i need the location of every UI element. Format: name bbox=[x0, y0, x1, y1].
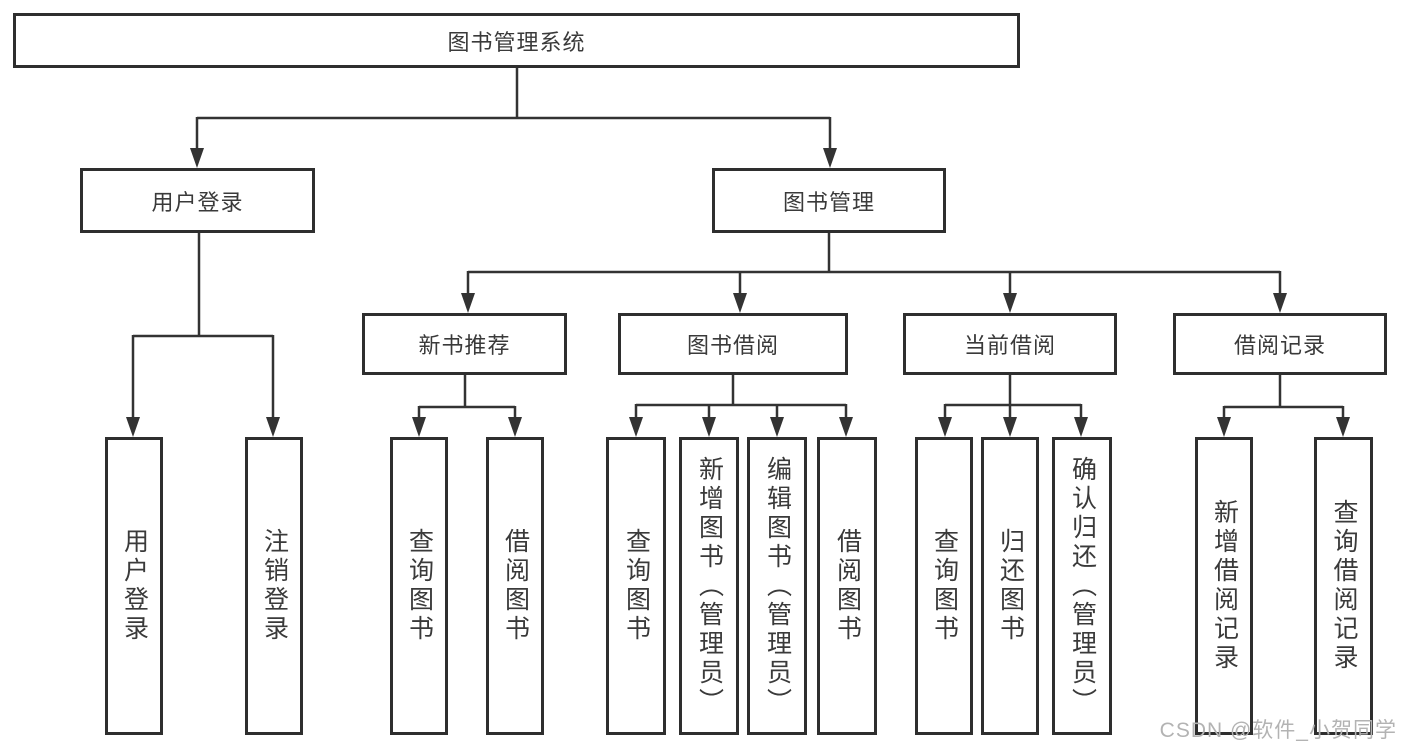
node-current-borrow: 当前借阅 bbox=[903, 313, 1117, 375]
node-label: 当前借阅 bbox=[963, 333, 1056, 358]
leaf-edit-book-admin: 编辑图书（管理员） bbox=[747, 437, 807, 735]
node-label: 归还图书 bbox=[996, 528, 1025, 644]
arrowheads bbox=[126, 148, 1350, 437]
node-label: 新增图书（管理员） bbox=[695, 455, 724, 717]
leaf-query-borrow-record: 查询借阅记录 bbox=[1314, 437, 1373, 735]
leaf-recommend-query-book: 查询图书 bbox=[390, 437, 448, 735]
leaf-current-query-book: 查询图书 bbox=[915, 437, 973, 735]
node-book-management: 图书管理 bbox=[712, 168, 946, 233]
node-label: 注销登录 bbox=[260, 528, 289, 644]
node-label: 查询图书 bbox=[622, 528, 651, 644]
leaf-borrow-query-book: 查询图书 bbox=[606, 437, 666, 735]
node-user-login: 用户登录 bbox=[80, 168, 315, 233]
leaf-return-book: 归还图书 bbox=[981, 437, 1039, 735]
node-label: 确认归还（管理员） bbox=[1068, 455, 1097, 717]
node-label: 借阅记录 bbox=[1233, 333, 1326, 358]
node-label: 用户登录 bbox=[120, 528, 149, 644]
node-label: 查询借阅记录 bbox=[1330, 499, 1358, 673]
leaf-borrow-book: 借阅图书 bbox=[817, 437, 877, 735]
node-label: 查询图书 bbox=[930, 528, 959, 644]
leaf-confirm-return-admin: 确认归还（管理员） bbox=[1052, 437, 1112, 735]
leaf-logout: 注销登录 bbox=[245, 437, 303, 735]
leaf-user-login: 用户登录 bbox=[105, 437, 163, 735]
leaf-add-book-admin: 新增图书（管理员） bbox=[679, 437, 739, 735]
leaf-add-borrow-record: 新增借阅记录 bbox=[1195, 437, 1253, 735]
node-book-borrow: 图书借阅 bbox=[618, 313, 848, 375]
node-borrow-record: 借阅记录 bbox=[1173, 313, 1387, 375]
node-label: 查询图书 bbox=[405, 528, 434, 644]
csdn-watermark: CSDN @软件_小贺同学 bbox=[1159, 719, 1397, 742]
node-label: 用户登录 bbox=[151, 189, 244, 215]
node-label: 图书管理系统 bbox=[447, 29, 586, 55]
node-label: 图书借阅 bbox=[686, 333, 779, 358]
node-label: 借阅图书 bbox=[501, 528, 530, 644]
leaf-recommend-borrow-book: 借阅图书 bbox=[486, 437, 544, 735]
node-label: 借阅图书 bbox=[833, 528, 862, 644]
node-label: 图书管理 bbox=[782, 189, 875, 215]
node-label: 新增借阅记录 bbox=[1210, 499, 1239, 673]
node-label: 新书推荐 bbox=[418, 333, 511, 358]
node-root-library-system: 图书管理系统 bbox=[13, 13, 1020, 68]
node-label: 编辑图书（管理员） bbox=[763, 455, 792, 717]
node-new-book-recommend: 新书推荐 bbox=[362, 313, 567, 375]
